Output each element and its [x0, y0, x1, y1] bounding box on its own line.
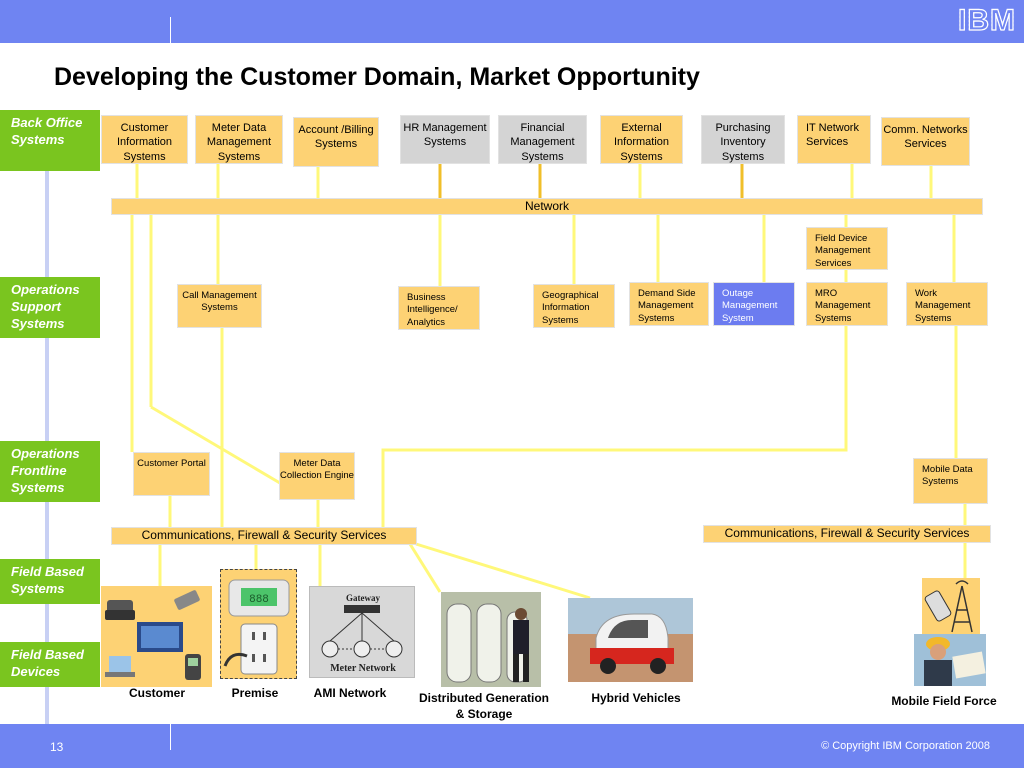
- caption-ami-network: AMI Network: [313, 686, 387, 700]
- desk-phone-icon: [105, 600, 135, 620]
- field-worker-icon: [924, 637, 952, 686]
- external-box: External Information Systems: [600, 115, 683, 164]
- ibm-logo: IBM: [957, 3, 1016, 37]
- comm-box: Comm. Networks Services: [881, 117, 970, 166]
- category-back-office: Back Office Systems: [0, 110, 100, 171]
- gateway-icon: [344, 605, 380, 613]
- mdm-box: Meter Data Management Systems: [195, 115, 283, 164]
- hr-box: HR Management Systems: [400, 115, 490, 164]
- laptop-icon: [105, 656, 135, 677]
- comm-services-band-right: Communications, Firewall & Security Serv…: [703, 525, 991, 543]
- page-title: Developing the Customer Domain, Market O…: [54, 63, 700, 91]
- distributed-generation-image: [441, 592, 541, 687]
- field-worker-image: [914, 634, 986, 686]
- caption-distributed-generation: Distributed Generation & Storage: [418, 691, 549, 721]
- cis-box: Customer Information Systems: [101, 115, 188, 164]
- car-icon: [590, 613, 674, 674]
- caption-customer: Customer: [128, 686, 185, 700]
- meter-network-label: Meter Network: [330, 663, 396, 674]
- svg-text:888: 888: [249, 594, 269, 606]
- financial-box: Financial Management Systems: [498, 115, 587, 164]
- clipboard-icon: [952, 651, 986, 679]
- header-divider: [170, 17, 171, 43]
- category-field-devices: Field Based Devices: [0, 642, 100, 687]
- business-intelligence-box: Business Intelligence/ Analytics: [398, 286, 480, 330]
- caption-mobile-field-force: Mobile Field Force: [891, 694, 997, 708]
- meter-data-collection-box: Meter Data Collection Engine: [279, 452, 355, 500]
- power-outlet-icon: [223, 623, 278, 675]
- page-number: 13: [50, 740, 64, 754]
- network-band: Network: [111, 198, 983, 215]
- field-phone-tower-image: [922, 578, 980, 634]
- in-home-display-icon: 888: [228, 579, 290, 617]
- ami-network-image: Gateway Meter Network: [309, 586, 415, 678]
- meter-icon: [321, 640, 403, 658]
- outage-mgmt-box: Outage Management System: [713, 282, 795, 326]
- radio-tower-icon: [951, 580, 973, 633]
- category-operations-frontline: Operations Frontline Systems: [0, 441, 100, 502]
- cell-phone-icon: [174, 590, 200, 610]
- category-field-systems: Field Based Systems: [0, 559, 100, 604]
- category-operations-support: Operations Support Systems: [0, 277, 100, 338]
- customer-portal-box: Customer Portal: [133, 452, 210, 496]
- gis-box: Geographical Information Systems: [533, 284, 615, 328]
- technician-icon: [513, 608, 529, 682]
- footer-divider: [170, 724, 171, 750]
- mro-mgmt-box: MRO Management Systems: [806, 282, 888, 326]
- pda-icon: [185, 654, 201, 680]
- premise-image: 888: [220, 569, 297, 679]
- gateway-label: Gateway: [346, 593, 380, 603]
- billing-box: Account /Billing Systems: [293, 117, 379, 167]
- purchasing-box: Purchasing Inventory Systems: [701, 115, 785, 164]
- demand-side-mgmt-box: Demand Side Management Systems: [629, 282, 709, 326]
- header-bar: [0, 0, 1024, 43]
- hybrid-vehicle-image: [568, 598, 693, 682]
- mobile-data-box: Mobile Data Systems: [913, 458, 988, 504]
- call-mgmt-box: Call Management Systems: [177, 284, 262, 328]
- caption-premise: Premise: [231, 686, 279, 700]
- it-box: IT Network Services: [797, 115, 871, 164]
- comm-services-band-left: Communications, Firewall & Security Serv…: [111, 527, 417, 545]
- customer-devices-image: [101, 586, 212, 687]
- caption-hybrid-vehicles: Hybrid Vehicles: [591, 691, 681, 705]
- copyright: © Copyright IBM Corporation 2008: [821, 740, 990, 752]
- work-mgmt-box: Work Management Systems: [906, 282, 988, 326]
- field-device-mgmt-box: Field Device Management Services: [806, 227, 888, 270]
- handheld-phone-icon: [924, 590, 952, 622]
